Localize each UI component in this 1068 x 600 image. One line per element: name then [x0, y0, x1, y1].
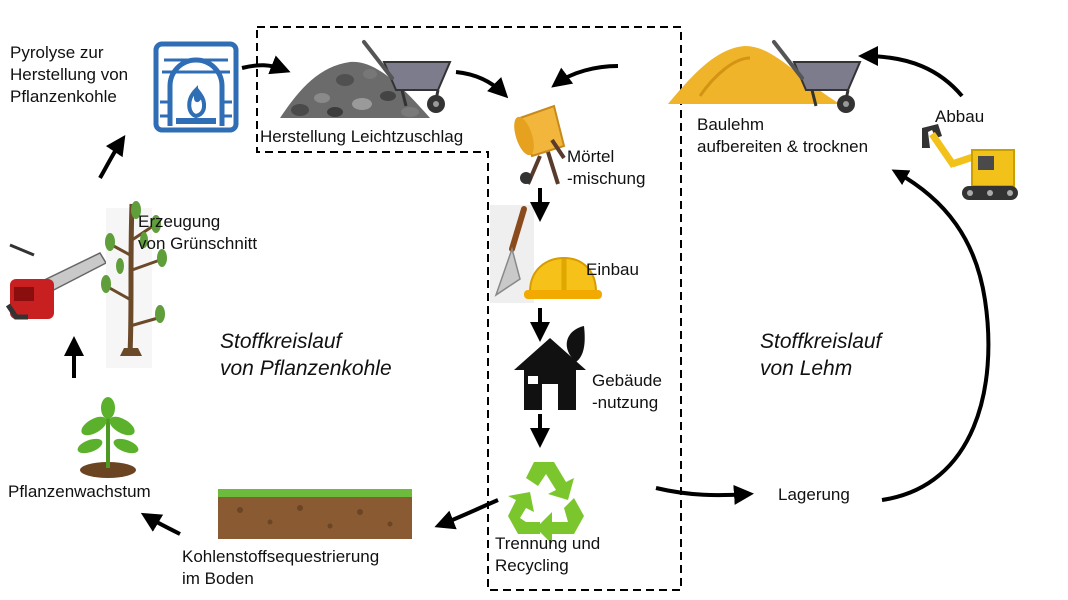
- label-leichtzuschlag: Herstellung Leichtzuschlag: [260, 127, 464, 146]
- label-trennung: Trennung und Recycling: [495, 534, 601, 575]
- recycle-icon: [508, 462, 584, 544]
- arrow-leichtzuschlag-to-moertel: [455, 70, 509, 99]
- arrow-lagerung-to-baulehm: [881, 169, 991, 502]
- cement-mixer-icon: [514, 104, 566, 185]
- label-kohlenstoff: Kohlenstoffsequestrierung im Boden: [182, 547, 380, 588]
- gravel-pile-icon: [280, 61, 430, 118]
- arrow-trennung-to-boden: [434, 498, 499, 530]
- label-gebaeude: Gebäude -nutzung: [592, 371, 662, 412]
- wheelbarrow-icon: [362, 40, 452, 113]
- label-lagerung: Lagerung: [778, 485, 850, 504]
- arrow-gruenschnitt-to-kiln: [98, 135, 126, 179]
- label-baulehm: Baulehm aufbereiten & trocknen: [697, 115, 869, 156]
- arrow-kiln-to-leichtzuschlag: [241, 55, 291, 75]
- kiln-icon: [153, 41, 239, 133]
- process-frame: [256, 26, 682, 591]
- wheelbarrow-icon: [772, 40, 862, 113]
- soil-strip-icon: [218, 489, 412, 539]
- label-abbau: Abbau: [935, 107, 985, 126]
- label-gruenschnitt: Erzeugung von Grünschnitt: [138, 212, 258, 253]
- hard-hat-icon: [524, 256, 602, 299]
- label-einbau: Einbau: [586, 260, 639, 279]
- label-pyrolyse: Pyrolyse zur Herstellung von Pflanzenkoh…: [10, 43, 129, 106]
- label-moertel: Mörtel -mischung: [567, 147, 646, 188]
- arrow-trennung-to-lagerung: [655, 484, 754, 505]
- tree-icon: [101, 201, 167, 368]
- sprout-icon: [77, 397, 139, 478]
- excavator-icon: [922, 124, 1018, 200]
- house-leaf-icon: [514, 326, 586, 410]
- clay-pile-icon: [668, 46, 840, 104]
- arrow-boden-to-pflanzenwachstum: [140, 512, 181, 536]
- arrow-abbau-to-clay-pile: [858, 46, 964, 98]
- chainsaw-icon: [5, 243, 108, 320]
- label-pflanzenwachstum: Pflanzenwachstum: [8, 482, 151, 501]
- cycle-title-pflanzenkohle: Stoffkreislauf von Pflanzenkohle: [220, 330, 392, 380]
- cycle-title-lehm: Stoffkreislauf von Lehm: [760, 330, 882, 380]
- arrow-baulehm-to-moertel: [551, 64, 619, 88]
- trowel-icon: [490, 205, 534, 303]
